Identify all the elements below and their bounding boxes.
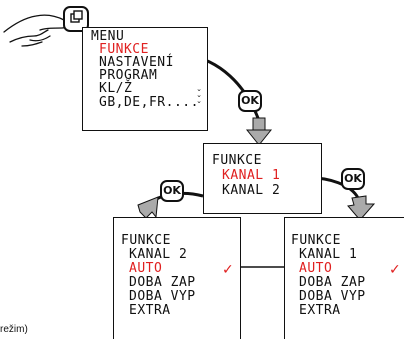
menu-line-title: MENU [91, 29, 125, 44]
ok-button-main[interactable]: OK [238, 90, 262, 112]
scroll-down-indicator: ⌄⌄⌄ [196, 85, 202, 105]
checkmark-icon: ✓ [389, 262, 401, 278]
menu-line-klz: KL/Ž [99, 81, 133, 96]
menu-screen: MENU FUNKCE NASTAVENÍ PROGRAM KL/Ž GB,DE… [82, 27, 208, 131]
channel2-line-title: FUNKCE [121, 233, 171, 248]
channel2-line-kanal: KANAL 2 [129, 247, 188, 262]
ok-button-right[interactable]: OK [341, 168, 365, 190]
channel1-line-title: FUNKCE [291, 233, 341, 248]
main-down-arrow [245, 117, 273, 146]
channel1-line-kanal: KANAL 1 [299, 247, 358, 262]
channel2-line-doba-zap: DOBA ZAP [129, 275, 196, 290]
menu-line-program: PROGRAM [99, 68, 158, 83]
channel1-screen: FUNKCE KANAL 1 AUTO DOBA ZAP DOBA VYP EX… [284, 217, 404, 339]
channel1-line-auto: AUTO [299, 261, 333, 276]
channel1-line-doba-vyp: DOBA VYP [299, 289, 366, 304]
checkmark-icon: ✓ [222, 262, 234, 278]
channel1-line-doba-zap: DOBA ZAP [299, 275, 366, 290]
ok-button-left[interactable]: OK [160, 180, 184, 202]
caption-text: režim) [0, 324, 28, 335]
left-down-arrow [137, 196, 159, 219]
function-line-title: FUNKCE [212, 153, 262, 168]
menu-button-icon [63, 6, 89, 32]
menu-line-funkce: FUNKCE [99, 42, 149, 57]
function-screen: FUNKCE KANAL 1 KANAL 2 [203, 143, 322, 214]
menu-line-languages: GB,DE,FR.... [99, 95, 199, 110]
channel2-line-extra: EXTRA [129, 303, 171, 318]
menu-line-nastaveni: NASTAVENÍ [99, 55, 174, 70]
channel2-line-doba-vyp: DOBA VYP [129, 289, 196, 304]
function-line-kanal1: KANAL 1 [222, 168, 281, 183]
function-line-kanal2: KANAL 2 [222, 183, 281, 198]
channel1-line-extra: EXTRA [299, 303, 341, 318]
channel2-screen: FUNKCE KANAL 2 AUTO DOBA ZAP DOBA VYP EX… [113, 217, 241, 339]
channel2-line-auto: AUTO [129, 261, 163, 276]
hand-press-icon [3, 14, 68, 47]
right-down-arrow [347, 195, 376, 221]
